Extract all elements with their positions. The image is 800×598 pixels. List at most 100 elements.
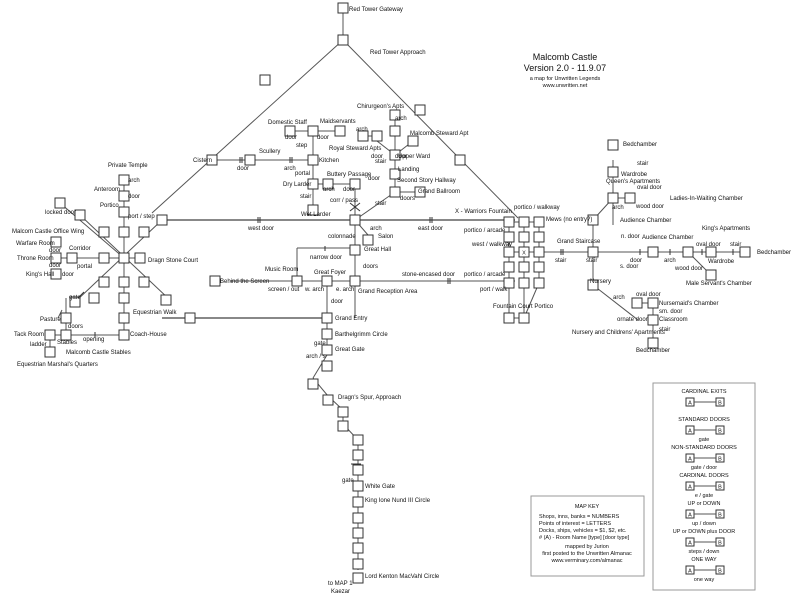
room-label: Lord Kenton MacVahl Circle	[365, 574, 440, 580]
room-label: Wardrobe	[708, 259, 735, 265]
exit-label: wood door	[674, 266, 703, 272]
room-label: King's Hall	[26, 272, 54, 278]
map-url: www.unwritten.net	[542, 83, 588, 89]
exit-label: oval door	[637, 185, 662, 191]
exit-label: door	[371, 154, 383, 160]
room-box	[352, 434, 364, 446]
map-title: Malcomb Castle	[533, 52, 598, 62]
room-label: Ladies-In-Waiting Chamber	[670, 196, 743, 202]
room-box	[389, 168, 401, 180]
exit-label: arch	[128, 178, 140, 184]
room-box	[74, 209, 86, 221]
room-box	[352, 542, 364, 554]
room-box	[69, 296, 81, 308]
room-box	[362, 234, 374, 246]
room-label: Kitchen	[319, 158, 339, 164]
exit-label: arch	[284, 166, 296, 172]
legend-box-label: A	[688, 541, 692, 547]
room-box	[647, 297, 659, 309]
room-label: X - Warriors Fountain	[455, 209, 512, 215]
labels: Malcomb Castle Version 2.0 - 11.9.07 a m…	[12, 7, 791, 595]
legend-caption: gate / door	[691, 465, 717, 471]
room-label: Equestrian Marshal's Quarters	[17, 362, 98, 368]
room-box	[349, 244, 361, 256]
exit-label: ornate door	[617, 317, 648, 323]
legend-box-label: A	[688, 485, 692, 491]
room-label: Warfare Room	[16, 241, 55, 247]
exit-label: n. door	[621, 234, 640, 240]
map-key-line: Shops, inns, banks = NUMBERS	[539, 514, 620, 520]
room-box	[307, 125, 319, 137]
legend-box-label: A	[688, 429, 692, 435]
exit-label: arch	[370, 226, 382, 232]
room-box	[503, 216, 515, 228]
exit-label: stair	[555, 258, 566, 264]
room-box	[206, 154, 218, 166]
exit-label: gate	[314, 341, 326, 347]
room-box	[352, 527, 364, 539]
room-label: Fountain Court Portico	[493, 304, 554, 310]
room-box	[533, 246, 545, 258]
room-box	[518, 231, 530, 243]
room-label: Maidservants	[320, 119, 356, 125]
exit-label: stair	[586, 258, 597, 264]
exit-label: door	[331, 299, 343, 305]
room-box	[533, 261, 545, 273]
exit-label: locked door	[45, 210, 76, 216]
fountain-marker: X	[522, 251, 526, 257]
legend-box-label: B	[718, 457, 722, 463]
room-box	[337, 406, 349, 418]
map-version: Version 2.0 - 11.9.07	[524, 63, 606, 73]
exit-label: oval door	[636, 292, 661, 298]
legend-box-label: B	[718, 401, 722, 407]
exit-label: step	[296, 143, 308, 149]
room-label: King Ione Nund III Circle	[365, 498, 431, 504]
room-box	[307, 154, 319, 166]
room-label: to MAP 1	[328, 581, 353, 587]
legend-box-label: B	[718, 429, 722, 435]
room-label: Dry Larder	[283, 182, 311, 188]
exit-label: wood door	[635, 204, 664, 210]
exit-label: doors	[363, 264, 378, 270]
room-box	[138, 276, 150, 288]
room-box	[705, 269, 717, 281]
room-box	[54, 197, 66, 209]
room-label: Upper Ward	[398, 154, 430, 160]
room-box	[50, 268, 62, 280]
room-box	[118, 312, 130, 324]
room-box	[134, 252, 146, 264]
room-box	[624, 192, 636, 204]
exit-label: arch	[395, 116, 407, 122]
room-label: Grand Reception Area	[358, 289, 418, 295]
room-box	[352, 512, 364, 524]
room-box	[352, 449, 364, 461]
room-box	[307, 378, 319, 390]
exit-label: portico / arcade	[464, 228, 506, 234]
room-box	[705, 246, 717, 258]
room-label: Scullery	[259, 149, 280, 155]
room-box	[307, 204, 319, 216]
exit-label: narrow door	[310, 255, 342, 261]
room-box	[352, 572, 364, 584]
room-box	[389, 186, 401, 198]
room-box	[647, 314, 659, 326]
exit-label: sm. door	[659, 309, 682, 315]
room-box	[607, 139, 619, 151]
room-box	[587, 246, 599, 258]
exit-label: gate	[342, 478, 354, 484]
room-box	[66, 252, 78, 264]
room-label: Royal Steward Apts	[329, 146, 381, 152]
room-label: Buttery	[327, 172, 346, 178]
legend-title: ONE WAY	[691, 557, 717, 563]
room-box	[321, 328, 333, 340]
exit-label: door	[317, 135, 329, 141]
room-box	[607, 166, 619, 178]
room-box	[98, 226, 110, 238]
room-box	[518, 312, 530, 324]
exit-label: screen / out	[268, 287, 300, 293]
exit-label: arch / s	[306, 354, 326, 360]
room-box	[322, 178, 334, 190]
rooms: X	[44, 2, 751, 584]
exit-label: west / walkway	[471, 242, 512, 248]
